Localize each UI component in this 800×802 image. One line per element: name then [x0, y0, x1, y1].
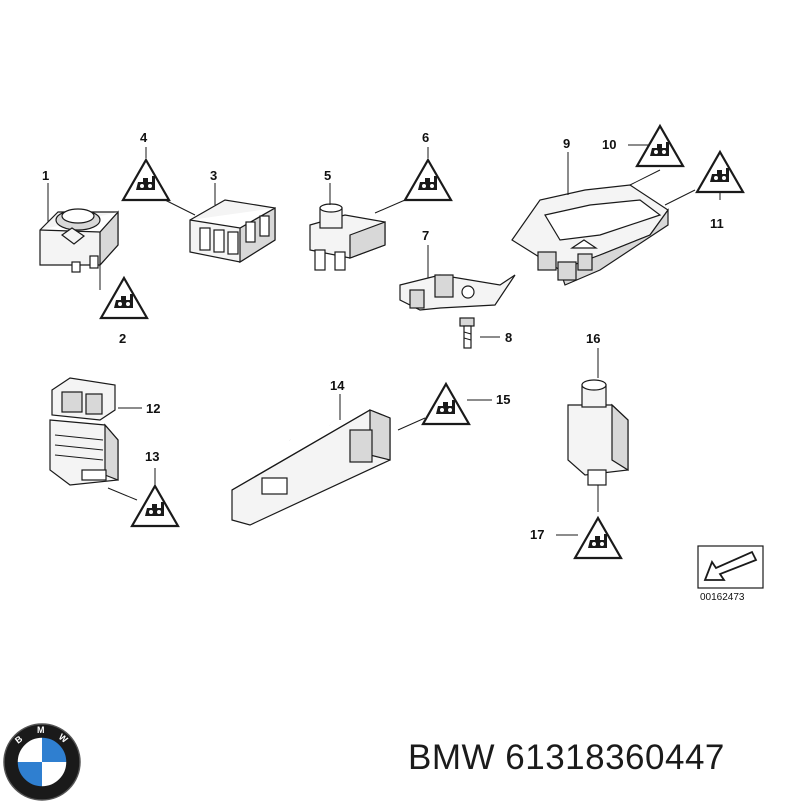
- connector-warning-triangle-icon-2: [99, 276, 149, 320]
- part-16-pressure-switch: [567, 348, 629, 512]
- part-3-switch-block: [164, 183, 276, 264]
- callout-10: 10: [602, 137, 616, 152]
- connector-warning-triangle-icon-17: [573, 516, 623, 560]
- callout-8: 8: [505, 330, 512, 345]
- direction-arrow-icon: [697, 545, 764, 589]
- part-1-rotary-switch: [39, 183, 119, 290]
- callout-7: 7: [422, 228, 429, 243]
- callout-11: 11: [710, 216, 724, 231]
- callout-16: 16: [586, 331, 600, 346]
- callout-5: 5: [324, 168, 331, 183]
- connector-warning-triangle-icon-13: [130, 484, 180, 528]
- logo-letter-b: B: [13, 733, 25, 745]
- drawing-reference-number: 00162473: [700, 592, 745, 603]
- connector-warning-triangle-icon-10: [635, 124, 685, 168]
- callout-3: 3: [210, 168, 217, 183]
- callout-15: 15: [496, 392, 510, 407]
- part-number-title: BMW 61318360447: [408, 738, 725, 777]
- part-7-bracket: [399, 245, 516, 311]
- bmw-logo-icon: B M W: [3, 723, 81, 801]
- part-8-screw: [459, 317, 500, 349]
- part-14-antenna-module: [231, 394, 426, 526]
- callout-9: 9: [563, 136, 570, 151]
- part-12-connector: [51, 377, 142, 421]
- part-13-connector-housing: [49, 419, 156, 501]
- connector-warning-triangle-icon-4: [121, 158, 171, 202]
- callout-17: 17: [530, 527, 544, 542]
- callout-1: 1: [42, 168, 49, 183]
- connector-warning-triangle-icon-11: [695, 150, 745, 194]
- logo-letter-m: M: [37, 725, 45, 735]
- callout-2: 2: [119, 331, 126, 346]
- callout-4: 4: [140, 130, 148, 145]
- connector-warning-triangle-icon-15: [421, 382, 471, 426]
- connector-warning-triangle-icon-6: [403, 158, 453, 202]
- part-9-control-module: [511, 152, 696, 286]
- callout-13: 13: [145, 449, 159, 464]
- callout-6: 6: [422, 130, 429, 145]
- part-5-push-switch: [309, 183, 406, 271]
- callout-14: 14: [330, 378, 345, 393]
- callout-12: 12: [146, 401, 160, 416]
